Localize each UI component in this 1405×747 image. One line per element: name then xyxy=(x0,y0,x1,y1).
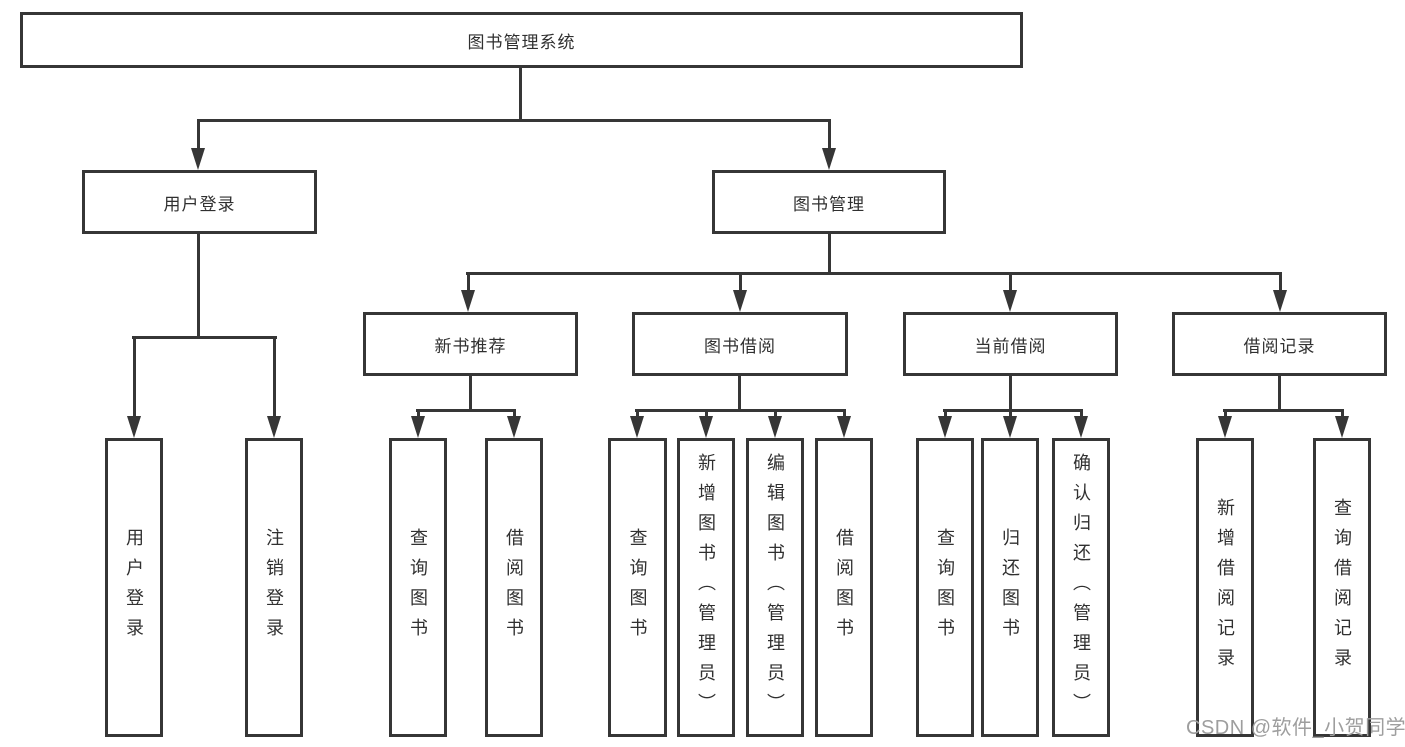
connector-line xyxy=(416,409,516,412)
connector-line xyxy=(1009,409,1012,419)
connector-line xyxy=(635,409,846,412)
node-label: 新增图书（管理员） xyxy=(696,452,716,723)
arrowhead-down-icon xyxy=(822,148,836,170)
connector-line xyxy=(843,409,846,419)
leaf-query-books-recommend: 查询图书 xyxy=(389,438,447,737)
leaf-return-book: 归还图书 xyxy=(981,438,1039,737)
arrowhead-down-icon xyxy=(411,416,425,438)
arrowhead-down-icon xyxy=(768,416,782,438)
connector-line xyxy=(738,374,741,412)
arrowhead-down-icon xyxy=(733,290,747,312)
arrowhead-down-icon xyxy=(1003,290,1017,312)
arrowhead-down-icon xyxy=(1218,416,1232,438)
arrowhead-down-icon xyxy=(461,290,475,312)
leaf-query-books-current: 查询图书 xyxy=(916,438,974,737)
connector-line xyxy=(417,409,420,419)
node-book-management: 图书管理 xyxy=(712,170,946,234)
connector-line xyxy=(828,232,831,275)
connector-line xyxy=(513,409,516,419)
connector-line xyxy=(466,272,1282,275)
arrowhead-down-icon xyxy=(267,416,281,438)
connector-line xyxy=(1278,374,1281,412)
leaf-edit-book-admin: 编辑图书（管理员） xyxy=(746,438,804,737)
leaf-add-borrow-record: 新增借阅记录 xyxy=(1196,438,1254,737)
node-new-book-recommendation: 新书推荐 xyxy=(363,312,578,376)
node-user-login: 用户登录 xyxy=(82,170,317,234)
node-label: 借阅记录 xyxy=(1243,336,1316,356)
leaf-confirm-return-admin: 确认归还（管理员） xyxy=(1052,438,1110,737)
node-label: 查询借阅记录 xyxy=(1332,497,1352,678)
connector-line xyxy=(132,336,277,339)
node-label: 查询图书 xyxy=(627,527,648,648)
arrowhead-down-icon xyxy=(938,416,952,438)
arrowhead-down-icon xyxy=(507,416,521,438)
node-label: 用户登录 xyxy=(163,194,236,214)
leaf-query-borrow-record: 查询借阅记录 xyxy=(1313,438,1371,737)
connector-line xyxy=(197,231,200,338)
connector-line xyxy=(1224,409,1227,419)
node-label: 编辑图书（管理员） xyxy=(765,452,785,723)
connector-line xyxy=(519,66,522,121)
arrowhead-down-icon xyxy=(699,416,713,438)
connector-line xyxy=(1009,374,1012,412)
node-label: 图书管理系统 xyxy=(467,32,576,52)
leaf-logout: 注销登录 xyxy=(245,438,303,737)
connector-line xyxy=(467,272,470,293)
connector-line xyxy=(197,119,200,150)
connector-line xyxy=(774,409,777,419)
arrowhead-down-icon xyxy=(1273,290,1287,312)
node-label: 新书推荐 xyxy=(434,336,507,356)
node-label: 注销登录 xyxy=(264,527,284,648)
connector-line xyxy=(273,336,276,417)
arrowhead-down-icon xyxy=(1003,416,1017,438)
connector-line xyxy=(1009,272,1012,293)
connector-line xyxy=(944,409,947,419)
node-label: 图书管理 xyxy=(793,194,865,214)
node-label: 用户登录 xyxy=(124,527,144,648)
node-library-management-system: 图书管理系统 xyxy=(20,12,1023,68)
connector-line xyxy=(739,272,742,293)
leaf-user-login: 用户登录 xyxy=(105,438,163,737)
connector-line xyxy=(828,119,831,150)
arrowhead-down-icon xyxy=(837,416,851,438)
connector-line xyxy=(636,409,639,419)
leaf-borrow-books-recommend: 借阅图书 xyxy=(485,438,543,737)
arrowhead-down-icon xyxy=(630,416,644,438)
arrowhead-down-icon xyxy=(191,148,205,170)
connector-line xyxy=(705,409,708,419)
arrowhead-down-icon xyxy=(127,416,141,438)
node-label: 确认归还（管理员） xyxy=(1071,452,1091,723)
connector-line xyxy=(1223,409,1344,412)
arrowhead-down-icon xyxy=(1074,416,1088,438)
leaf-borrow-books: 借阅图书 xyxy=(815,438,873,737)
connector-line xyxy=(943,409,1083,412)
connector-line xyxy=(133,336,136,417)
node-label: 借阅图书 xyxy=(504,527,524,648)
connector-line xyxy=(1341,409,1344,419)
node-label: 查询图书 xyxy=(408,527,428,648)
leaf-add-book-admin: 新增图书（管理员） xyxy=(677,438,735,737)
node-borrowing-records: 借阅记录 xyxy=(1172,312,1387,376)
connector-line xyxy=(1080,409,1083,419)
watermark: CSDN @软件_小贺同学 xyxy=(1186,717,1405,739)
connector-line xyxy=(1279,272,1282,293)
node-label: 图书借阅 xyxy=(704,336,776,356)
node-label: 新增借阅记录 xyxy=(1215,497,1235,678)
arrowhead-down-icon xyxy=(1335,416,1349,438)
node-label: 归还图书 xyxy=(1000,527,1020,648)
node-label: 查询图书 xyxy=(935,527,955,648)
leaf-query-books-borrowing: 查询图书 xyxy=(608,438,667,737)
connector-line xyxy=(469,374,472,412)
node-label: 借阅图书 xyxy=(834,527,854,648)
node-book-borrowing: 图书借阅 xyxy=(632,312,848,376)
connector-line xyxy=(197,119,831,122)
node-current-borrowing: 当前借阅 xyxy=(903,312,1118,376)
node-label: 当前借阅 xyxy=(974,336,1047,356)
